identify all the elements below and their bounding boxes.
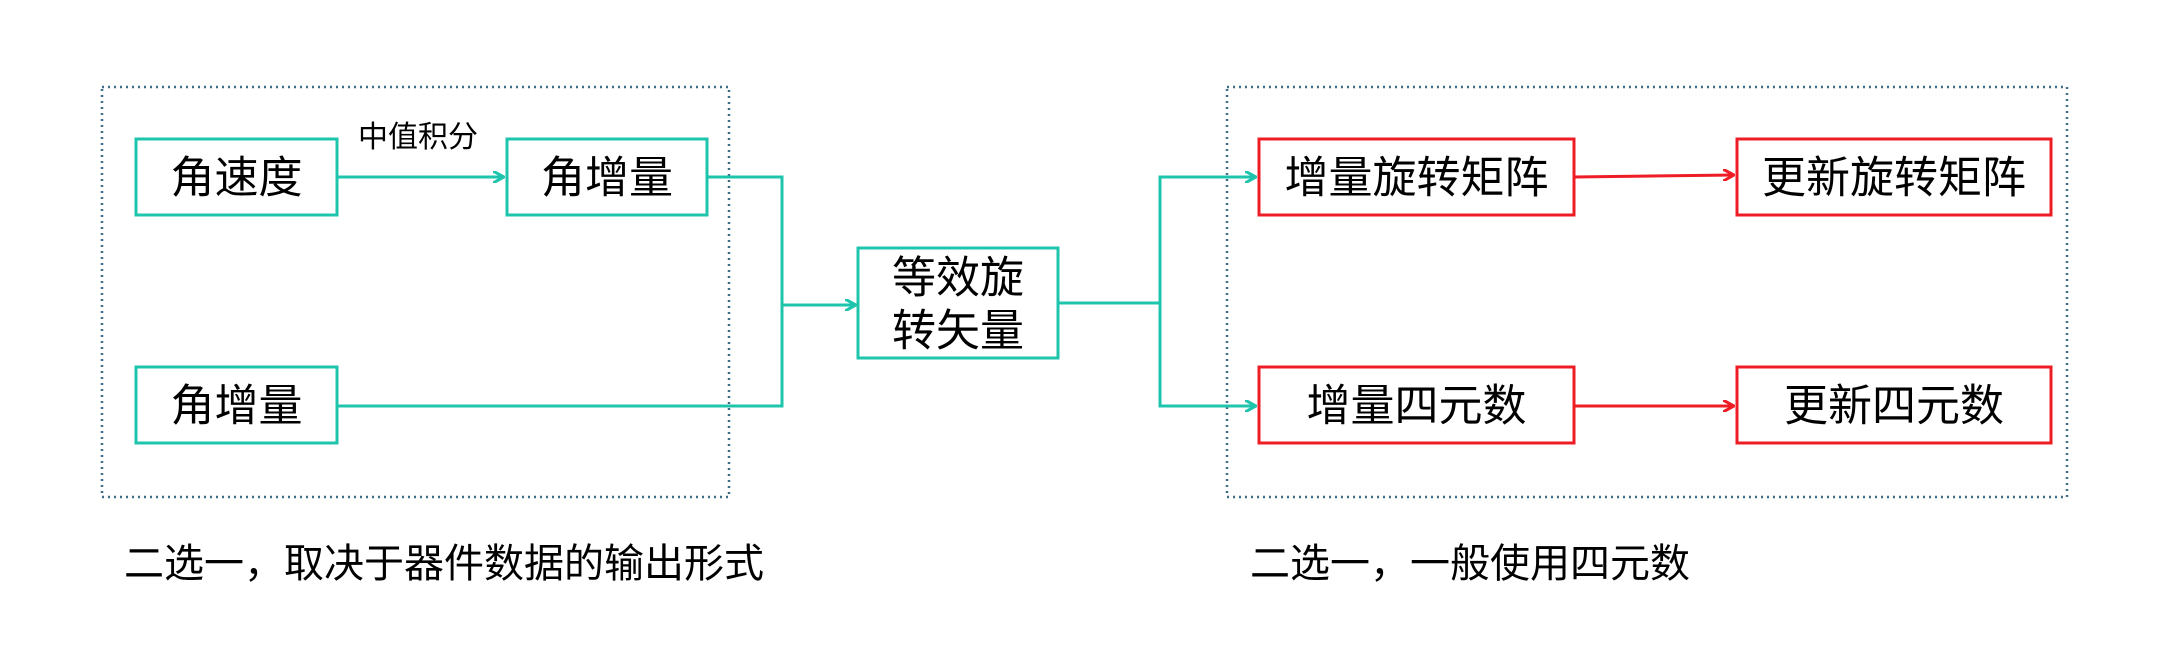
node-angle-increment-bottom: 角增量 bbox=[134, 365, 339, 445]
node-angle-increment-top-label: 角增量 bbox=[541, 153, 673, 204]
node-equivalent-rotation-vector: 等效旋 转矢量 bbox=[856, 246, 1060, 360]
teal-connectors bbox=[337, 177, 1256, 406]
right-group-frame bbox=[1225, 85, 2069, 499]
edge-rotation-matrix-update bbox=[1573, 175, 1734, 177]
node-incremental-quaternion: 增量四元数 bbox=[1257, 365, 1576, 445]
edge-vector-to-rotation-matrix bbox=[1158, 177, 1256, 303]
edge-label-midpoint-integration: 中值积分 bbox=[358, 120, 478, 155]
caption-left-group: 二选一，取决于器件数据的输出形式 bbox=[124, 541, 764, 587]
node-equivalent-rotation-vector-line2: 转矢量 bbox=[892, 306, 1024, 357]
node-updated-quaternion: 更新四元数 bbox=[1735, 365, 2053, 445]
edge-vector-to-quaternion bbox=[1158, 303, 1256, 406]
red-connectors bbox=[1573, 175, 1734, 406]
edge-bottom-increment-to-vector bbox=[337, 305, 784, 408]
node-incremental-rotation-matrix: 增量旋转矩阵 bbox=[1257, 137, 1576, 217]
node-incremental-rotation-matrix-label: 增量旋转矩阵 bbox=[1285, 153, 1549, 204]
node-angle-increment-top: 角增量 bbox=[505, 137, 709, 217]
node-angular-velocity-label: 角速度 bbox=[171, 153, 303, 204]
edge-top-increment-to-vector bbox=[707, 175, 856, 305]
node-angle-increment-bottom-label: 角增量 bbox=[171, 381, 303, 432]
node-updated-rotation-matrix-label: 更新旋转矩阵 bbox=[1762, 153, 2026, 204]
node-equivalent-rotation-vector-line1: 等效旋 bbox=[892, 253, 1024, 304]
node-angular-velocity: 角速度 bbox=[134, 137, 339, 217]
node-updated-rotation-matrix: 更新旋转矩阵 bbox=[1735, 137, 2053, 217]
left-group-frame bbox=[100, 85, 731, 499]
node-incremental-quaternion-label: 增量四元数 bbox=[1307, 381, 1527, 432]
caption-right-group: 二选一，一般使用四元数 bbox=[1250, 541, 1690, 587]
node-updated-quaternion-label: 更新四元数 bbox=[1784, 381, 2004, 432]
